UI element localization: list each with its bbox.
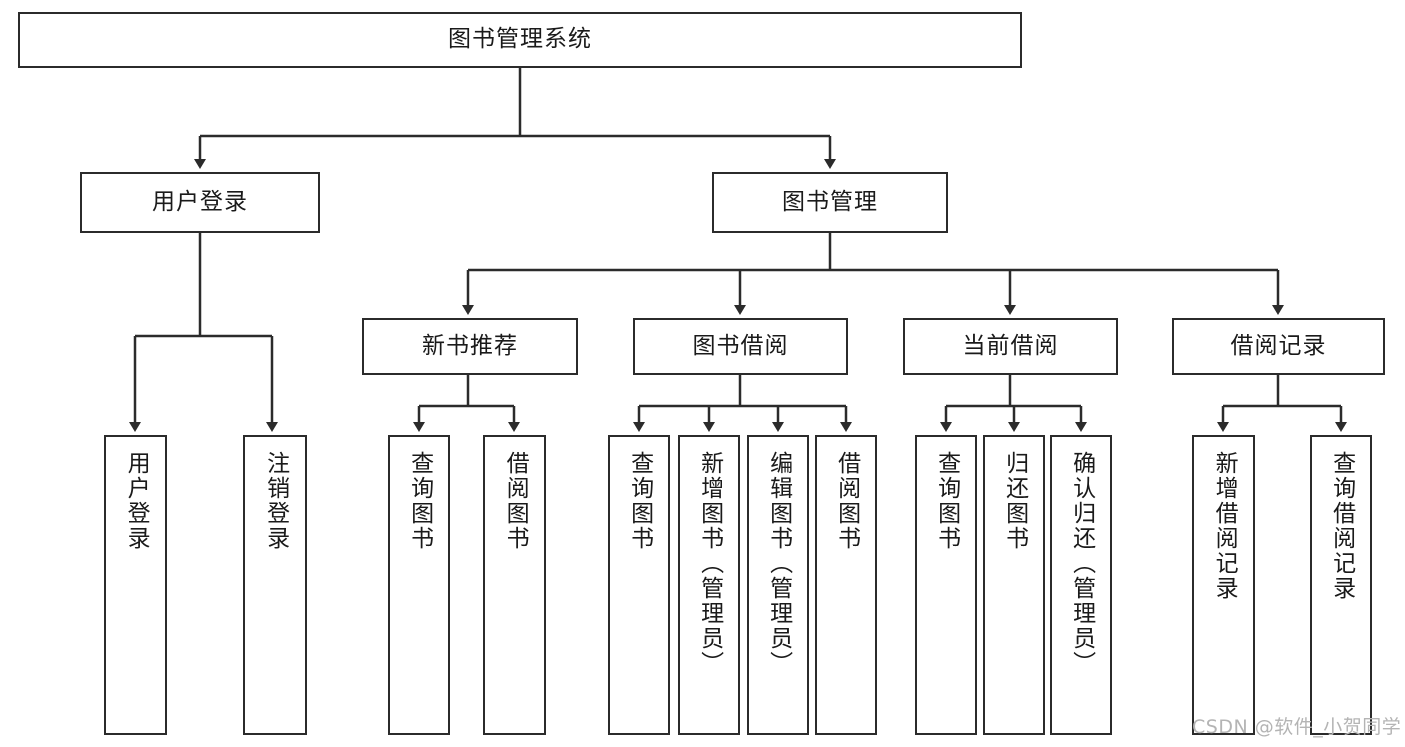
leaf-query-book-borrow-label: 查询图书 [626,451,653,551]
leaf-add-book-admin-label: 新增图书（管理员） [696,451,723,676]
leaf-borrow-book[interactable]: 借阅图书 [815,435,877,735]
leaf-borrow-book-label: 借阅图书 [833,451,860,551]
leaf-logout-label: 注销登录 [262,451,289,551]
leaf-return-book[interactable]: 归还图书 [983,435,1045,735]
node-user-login[interactable]: 用户登录 [80,172,320,233]
leaf-logout[interactable]: 注销登录 [243,435,307,735]
leaf-query-borrow-record-label: 查询借阅记录 [1328,451,1355,601]
node-book-borrow[interactable]: 图书借阅 [633,318,848,375]
leaf-edit-book-admin[interactable]: 编辑图书（管理员） [747,435,809,735]
node-book-management-label: 图书管理 [782,188,878,215]
leaf-query-book-current[interactable]: 查询图书 [915,435,977,735]
node-user-login-label: 用户登录 [152,188,248,215]
leaf-confirm-return-admin-label: 确认归还（管理员） [1068,451,1095,676]
node-new-book-recommend-label: 新书推荐 [422,332,518,359]
leaf-return-book-label: 归还图书 [1001,451,1028,551]
leaf-user-login[interactable]: 用户登录 [104,435,167,735]
leaf-borrow-book-new[interactable]: 借阅图书 [483,435,546,735]
leaf-query-book-current-label: 查询图书 [933,451,960,551]
node-borrow-records[interactable]: 借阅记录 [1172,318,1385,375]
leaf-confirm-return-admin[interactable]: 确认归还（管理员） [1050,435,1112,735]
node-current-borrow[interactable]: 当前借阅 [903,318,1118,375]
leaf-query-book-borrow[interactable]: 查询图书 [608,435,670,735]
leaf-query-book-new-label: 查询图书 [406,451,433,551]
leaf-add-book-admin[interactable]: 新增图书（管理员） [678,435,740,735]
node-book-borrow-label: 图书借阅 [692,332,789,359]
node-root[interactable]: 图书管理系统 [18,12,1022,68]
node-root-label: 图书管理系统 [448,26,592,53]
csdn-watermark: CSDN @软件_小贺同学 [1192,716,1402,738]
leaf-borrow-book-new-label: 借阅图书 [502,451,529,551]
node-borrow-records-label: 借阅记录 [1230,332,1327,359]
node-book-management[interactable]: 图书管理 [712,172,948,233]
leaf-query-borrow-record[interactable]: 查询借阅记录 [1310,435,1372,735]
node-current-borrow-label: 当前借阅 [962,332,1059,359]
leaf-query-book-new[interactable]: 查询图书 [388,435,450,735]
node-new-book-recommend[interactable]: 新书推荐 [362,318,578,375]
leaf-add-borrow-record[interactable]: 新增借阅记录 [1192,435,1255,735]
leaf-add-borrow-record-label: 新增借阅记录 [1211,451,1238,601]
leaf-edit-book-admin-label: 编辑图书（管理员） [765,451,792,676]
leaf-user-login-label: 用户登录 [123,451,150,551]
